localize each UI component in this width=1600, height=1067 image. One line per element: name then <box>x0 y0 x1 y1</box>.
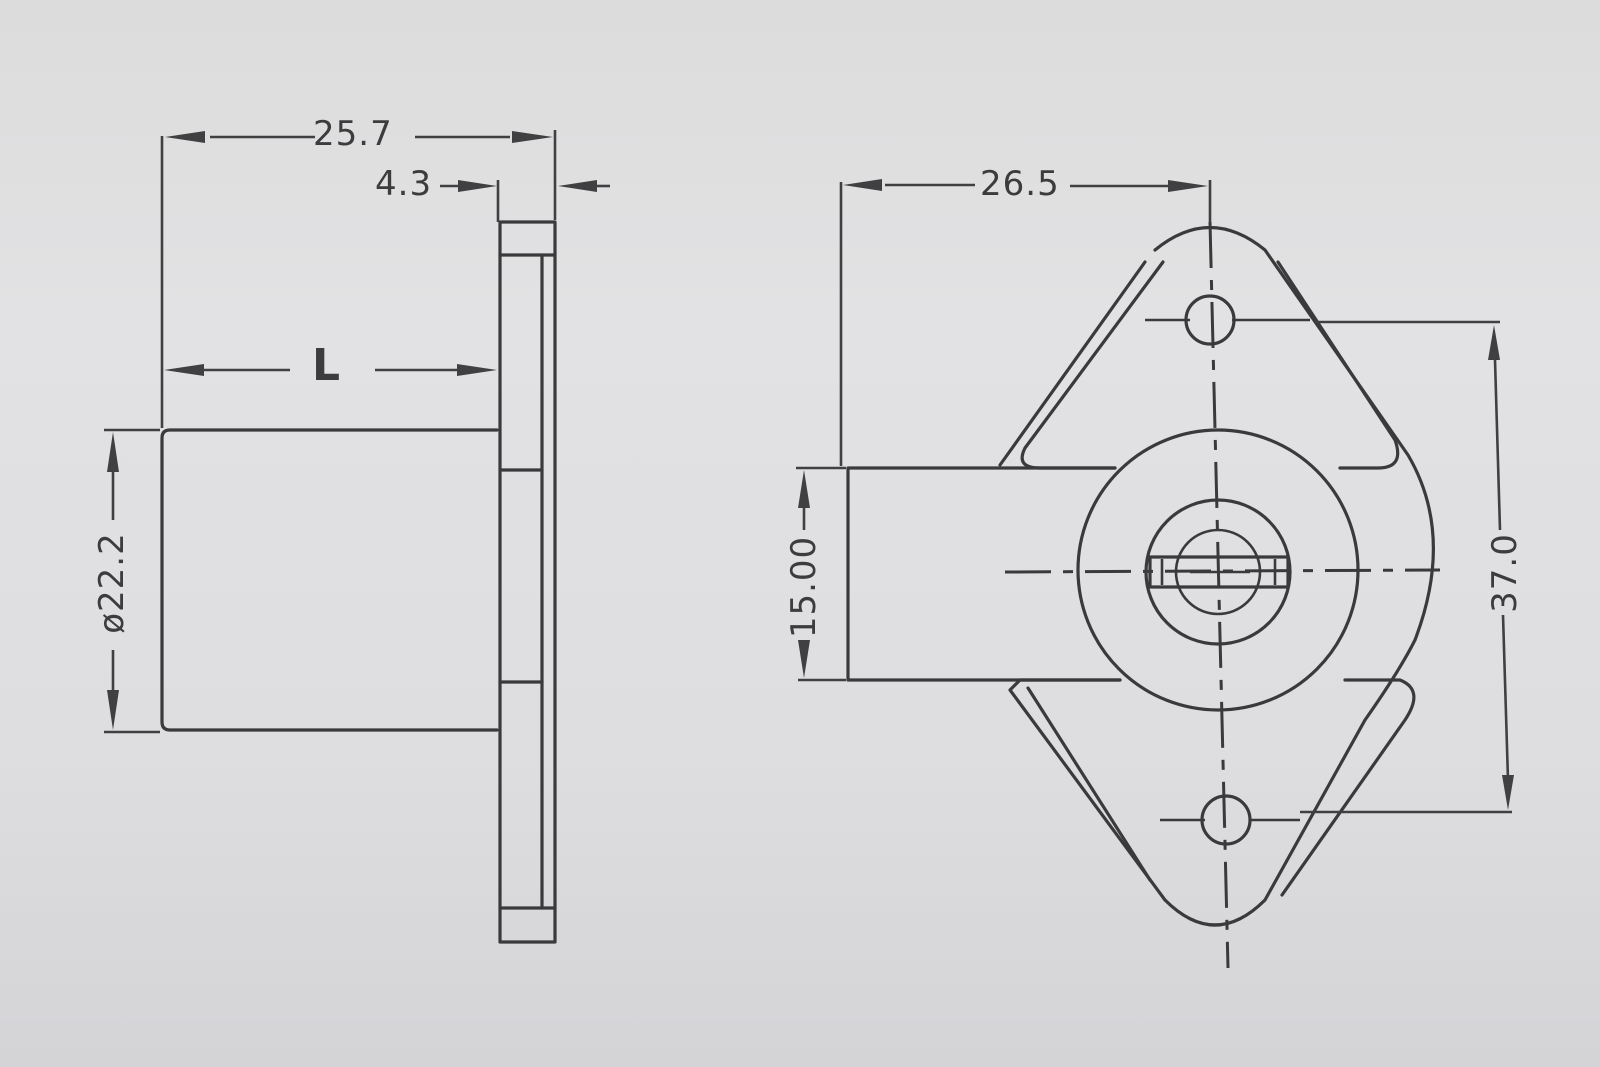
mounting-hole-top <box>1184 294 1236 346</box>
dimension-offset-to-center <box>839 179 1212 466</box>
side-view <box>104 130 610 944</box>
label-overall-length: 25.7 <box>313 114 393 154</box>
front-view <box>796 179 1514 969</box>
label-offset-to-center: 26.5 <box>980 164 1060 204</box>
vertical-centerline <box>1208 221 1230 969</box>
label-body-diameter: ø22.2 <box>92 532 132 634</box>
dimension-cam-width <box>796 466 846 682</box>
label-hole-spacing: 37.0 <box>1485 533 1525 613</box>
dimension-overall-length <box>160 130 557 428</box>
dimension-hole-spacing <box>1300 320 1514 814</box>
cam-arm <box>846 466 1122 682</box>
dimension-body-diameter <box>104 428 160 734</box>
horizontal-centerline <box>1004 568 1441 574</box>
body-outline <box>160 428 499 732</box>
flange-plate <box>498 220 557 944</box>
dimension-body-length <box>164 364 497 376</box>
dimension-flange-thickness <box>440 180 610 222</box>
label-flange-thickness: 4.3 <box>375 164 433 204</box>
label-body-length: L <box>312 340 342 391</box>
flange-outline <box>1008 225 1435 927</box>
mounting-hole-bottom <box>1200 794 1252 846</box>
label-cam-width: 15.00 <box>784 535 824 639</box>
